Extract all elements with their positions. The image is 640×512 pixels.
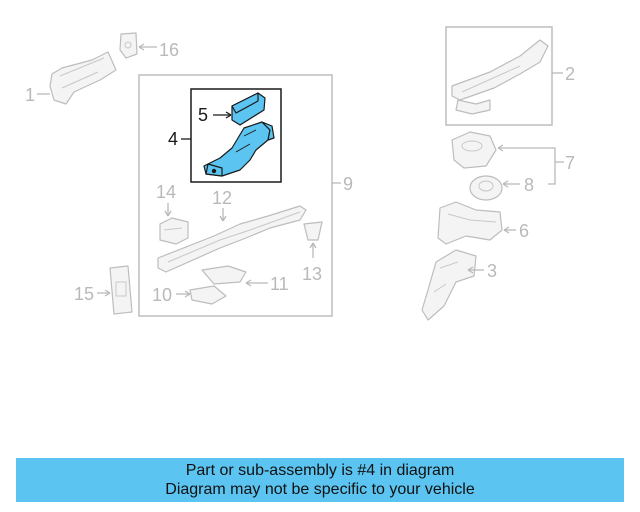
notice-line-1: Part or sub-assembly is #4 in diagram [185, 462, 455, 479]
group-frame-9 [138, 74, 333, 317]
part-5-reinforcement[interactable] [231, 92, 266, 126]
callout-9: 9 [343, 174, 353, 194]
part-1-apron-front [49, 51, 117, 105]
part-10-plate [189, 285, 227, 305]
arrow-5 [225, 111, 232, 119]
callout-10: 10 [152, 285, 172, 305]
notice-line-2: Diagram may not be specific to your vehi… [165, 481, 475, 498]
part-11-plate [201, 265, 247, 285]
callout-8: 8 [524, 175, 534, 195]
callout-11: 11 [270, 274, 289, 294]
part-12-frame-rail [157, 205, 307, 273]
part-13-bracket [303, 221, 323, 241]
part-15-panel [109, 265, 133, 315]
group-frame-2 [445, 26, 553, 126]
part-16-bracket [119, 32, 138, 59]
arrow-13 [309, 242, 317, 249]
arrow-16 [138, 43, 145, 51]
arrow-11 [245, 279, 252, 287]
part-7-strut-tower [451, 131, 497, 169]
callout-15: 15 [74, 284, 94, 304]
arrow-7 [497, 144, 504, 152]
arrow-15 [104, 289, 111, 297]
callout-14: 14 [156, 182, 176, 202]
part-2-rear-rail [451, 39, 549, 115]
arrow-10 [184, 290, 191, 298]
leader-7 [498, 147, 556, 185]
callout-13: 13 [302, 264, 322, 284]
part-14-mount [159, 217, 189, 245]
arrow-14 [164, 210, 172, 217]
callout-3: 3 [487, 261, 497, 281]
arrow-3 [467, 266, 474, 274]
callout-6: 6 [519, 221, 529, 241]
callout-7: 7 [565, 153, 575, 173]
part-8-mount [469, 175, 503, 201]
callout-5: 5 [198, 105, 208, 125]
part-3-inner-panel [421, 249, 477, 321]
arrow-6 [503, 226, 510, 234]
part-4-extension[interactable] [203, 121, 275, 177]
subassembly-frame-4 [190, 88, 282, 183]
callout-12: 12 [212, 188, 232, 208]
arrow-8 [502, 180, 509, 188]
part-notice-banner: Part or sub-assembly is #4 in diagram Di… [16, 458, 624, 502]
callout-2: 2 [565, 64, 575, 84]
callout-16: 16 [159, 40, 179, 60]
arrow-12 [219, 215, 227, 222]
part-6-wheelhouse [437, 201, 503, 245]
callout-1: 1 [25, 85, 35, 105]
parts-diagram: 16 1 9 4 5 14 12 [25, 26, 575, 321]
callout-4: 4 [168, 129, 178, 149]
